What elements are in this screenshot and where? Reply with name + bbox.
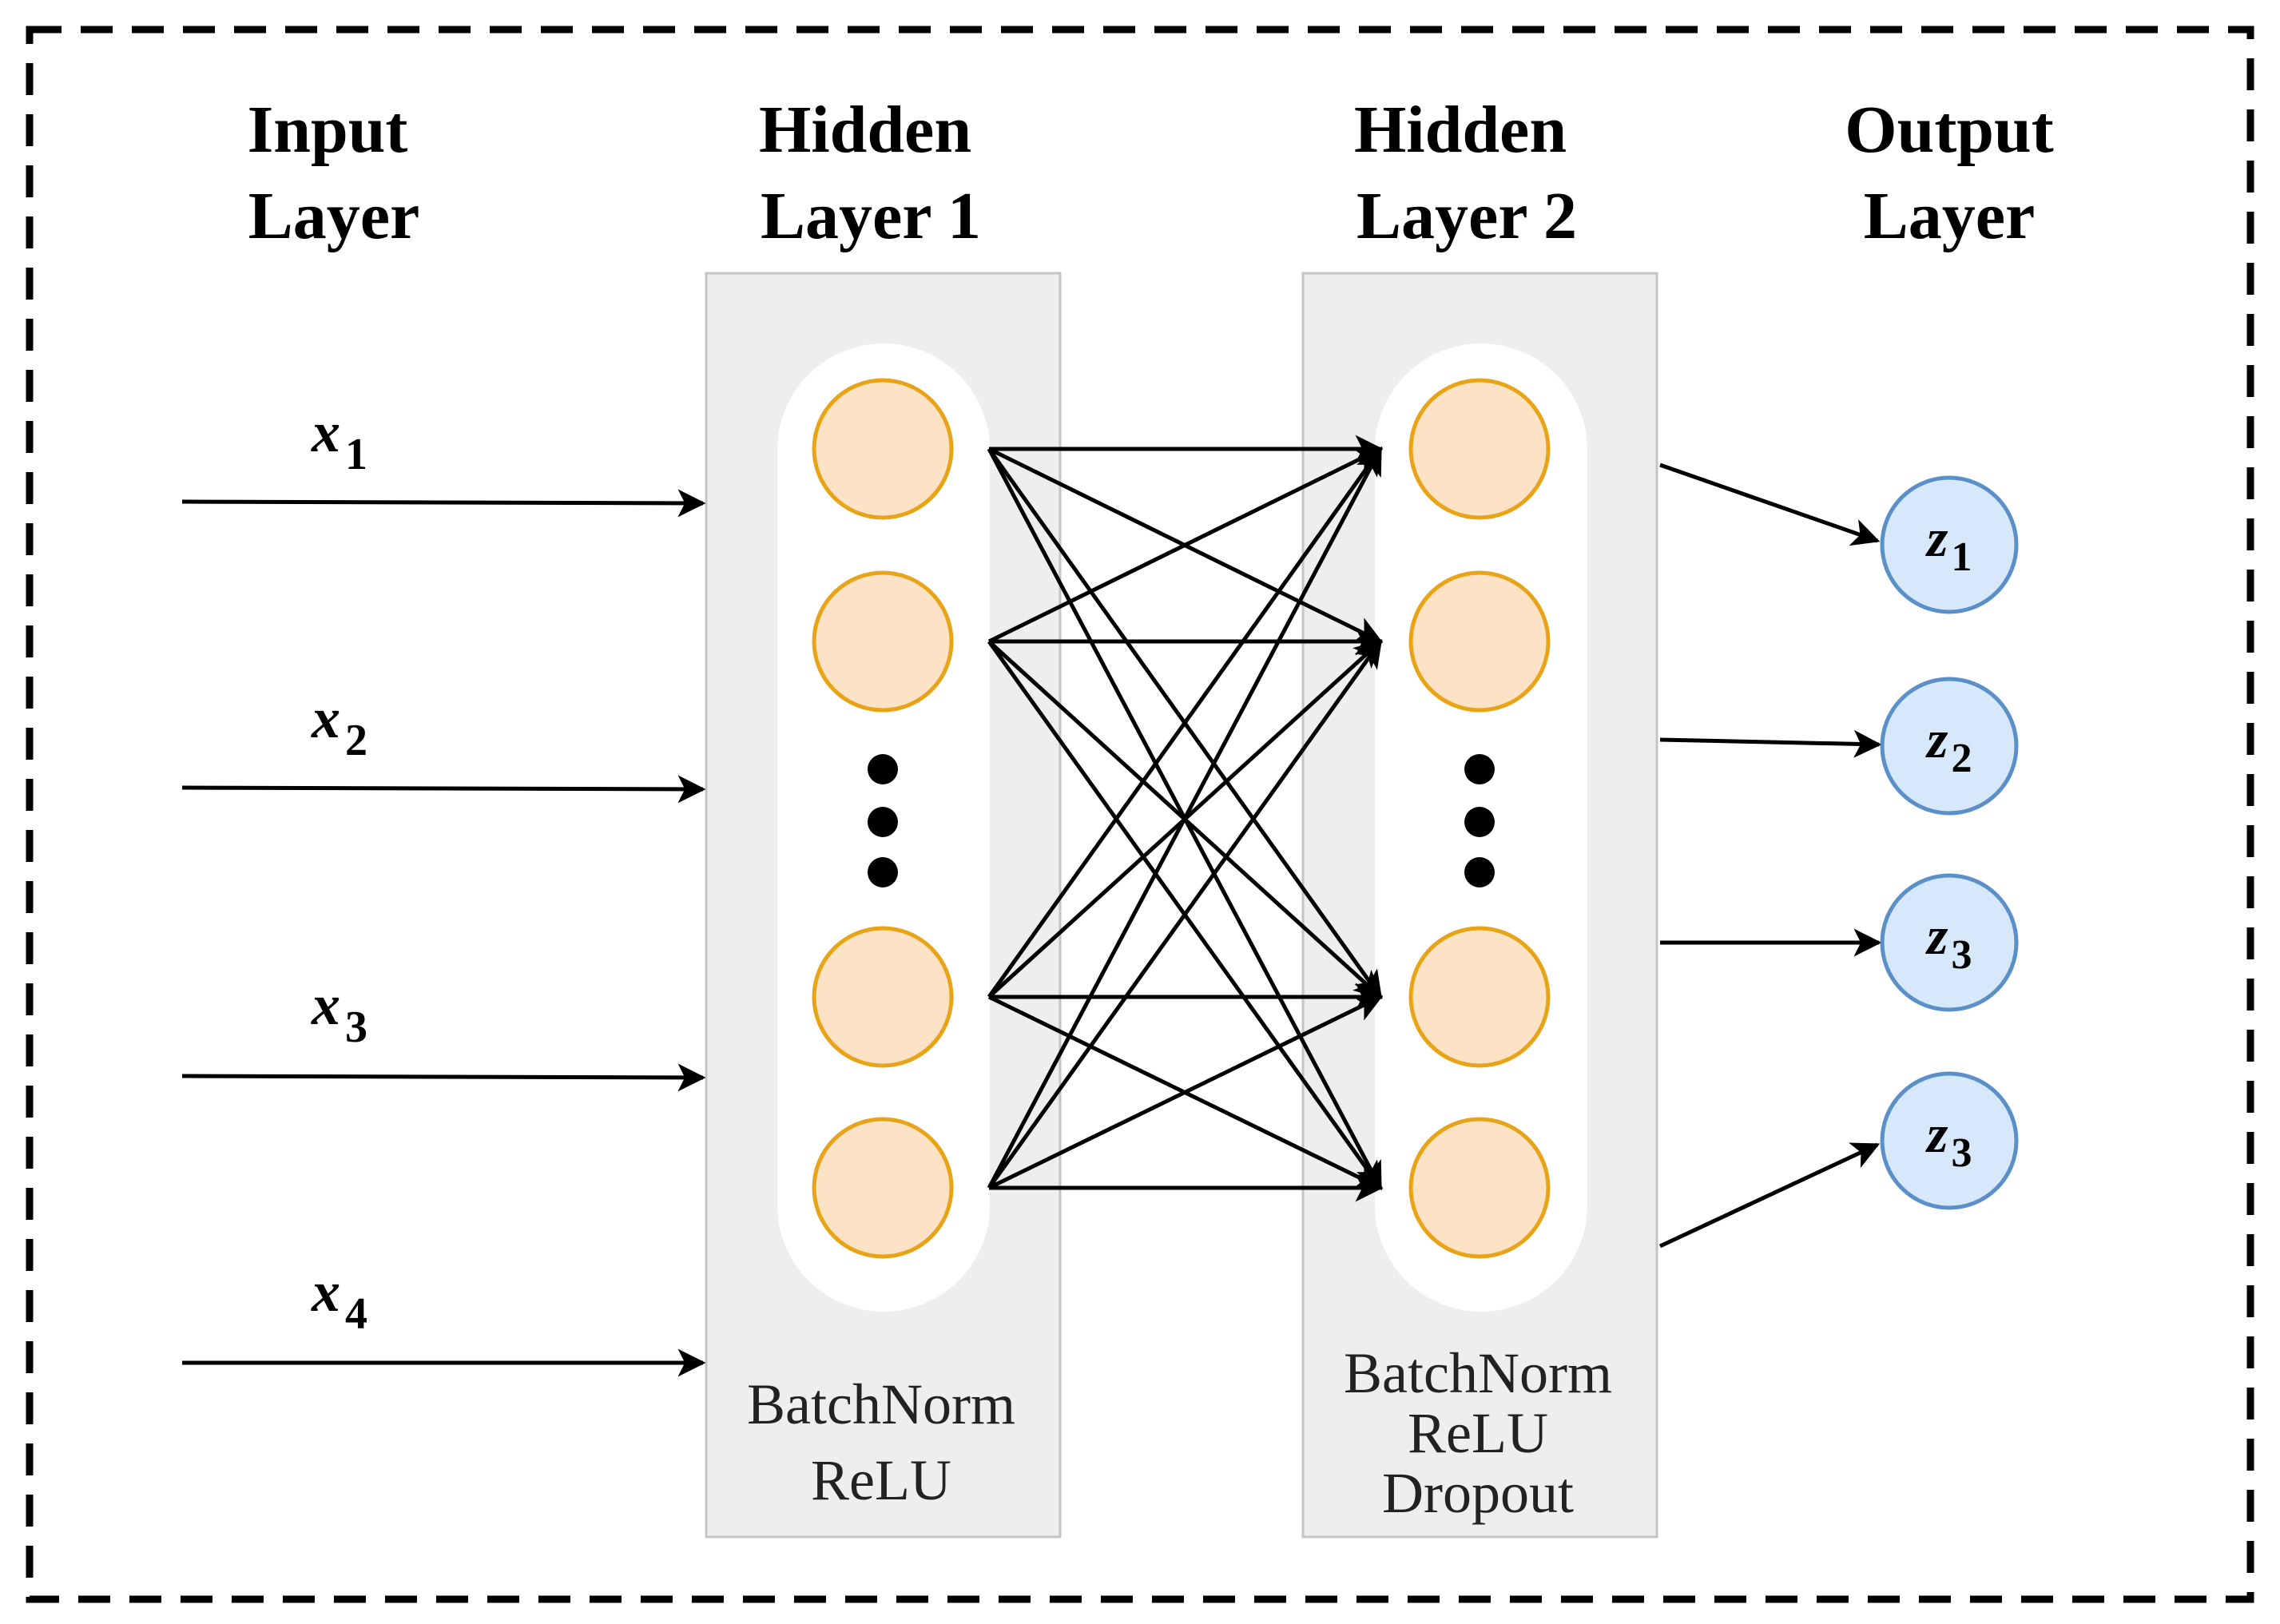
output-label-z2: z2 [1925,709,1972,781]
hidden-1-node-3 [812,926,954,1068]
layer-titles: Input Layer Hidden Layer 1 Hidden Layer … [248,93,2054,253]
output-node-3 [1880,873,2019,1012]
hidden-2-node-1 [1408,378,1551,520]
hidden-layer-2-ellipsis-icon [1464,754,1495,887]
hidden-1-op-batchnorm: BatchNorm [747,1372,1015,1436]
hidden-layer-1-ops: BatchNorm ReLU [747,1372,1015,1512]
input-arrow-3 [181,1063,706,1092]
output-label-z3: z3 [1925,905,1972,978]
hidden-layer-2-nodes [1408,378,1551,1259]
input-layer-title-line2: Layer [248,179,420,253]
output-nodes [1880,475,2019,1210]
connection-2-to-1 [987,447,1384,644]
output-node-1 [1880,475,2019,614]
input-layer-title-line1: Input [248,93,408,167]
output-arrow-2 [1659,729,1882,758]
output-arrow-4 [1658,1142,1881,1249]
hidden-2-op-batchnorm: BatchNorm [1344,1341,1612,1405]
hidden-layer-2-title-line2: Layer 2 [1356,179,1577,253]
input-arrows [181,489,706,1377]
output-node-4 [1880,1071,2019,1210]
output-node-2 [1880,677,2019,816]
hidden-1-node-4 [812,1117,954,1259]
output-arrow-1 [1659,463,1881,546]
hidden-layer-1-ellipsis-icon [868,754,898,887]
connection-4-to-2 [987,639,1383,1189]
output-arrows [1658,463,1882,1249]
hidden-2-node-4 [1408,1117,1551,1259]
hidden-1-node-2 [812,570,954,713]
connection-4-to-3 [987,995,1384,1190]
output-layer-title-line1: Output [1845,93,2053,167]
hidden-layer-1-nodes [812,378,954,1259]
connection-4-to-1 [987,446,1383,1189]
output-labels: z1 z2 z3 z3 [1925,507,1972,1176]
hidden-1-op-relu: ReLU [811,1448,951,1512]
hidden-layer-2-title-line1: Hidden [1354,93,1567,167]
hidden-2-node-2 [1408,570,1551,713]
hidden-2-node-3 [1408,926,1551,1068]
output-label-z1: z1 [1925,507,1972,580]
hidden-layer-1-title-line2: Layer 1 [761,179,981,253]
connection-3-to-1 [987,447,1383,999]
hidden-layer-1-title-line1: Hidden [759,93,971,167]
hidden-2-op-dropout: Dropout [1382,1461,1574,1525]
hidden-connections [987,435,1384,1202]
output-layer-title-line2: Layer [1864,179,2036,253]
hidden-2-op-relu: ReLU [1408,1401,1548,1465]
hidden-1-node-1 [812,378,954,520]
input-arrow-1 [181,489,706,518]
output-label-z3-second: z3 [1925,1103,1972,1176]
hidden-layer-2-ops: BatchNorm ReLU Dropout [1344,1341,1612,1525]
input-arrow-2 [181,775,706,804]
